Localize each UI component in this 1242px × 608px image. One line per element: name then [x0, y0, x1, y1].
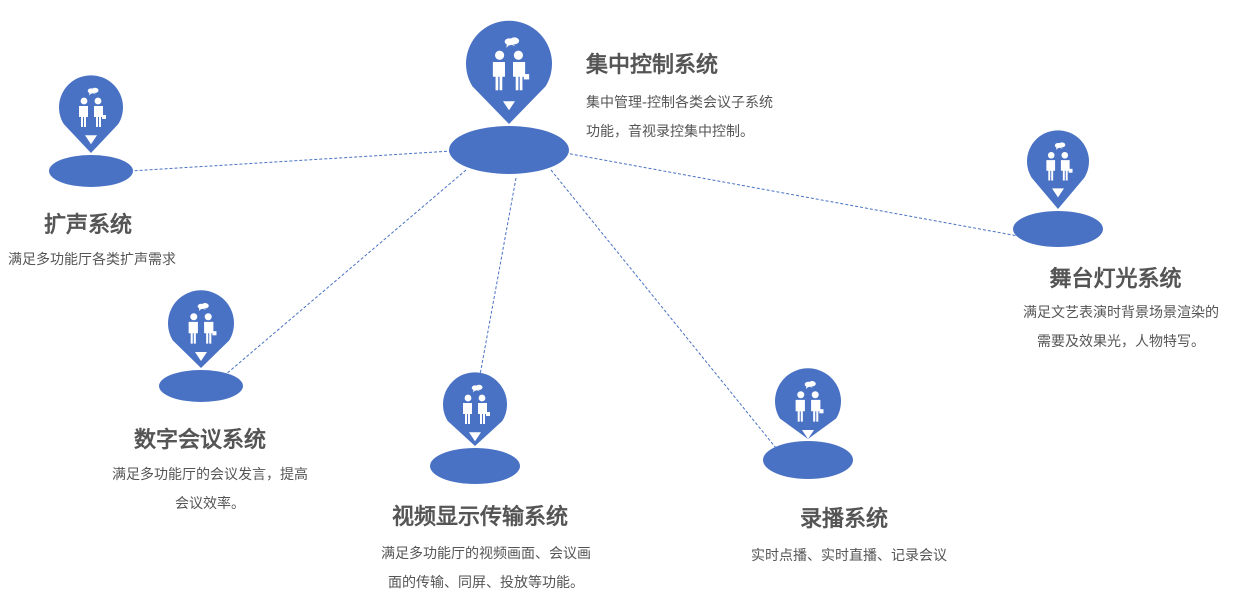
- node-title-conference: 数字会议系统: [133, 428, 266, 453]
- pin-base: [430, 448, 520, 484]
- icon-shape: [1060, 160, 1070, 181]
- pin-audio: [48, 75, 134, 189]
- pin-base: [159, 370, 243, 402]
- pin-base: [49, 155, 133, 187]
- node-title-central: 集中控制系统: [586, 53, 719, 78]
- link-central-video: [479, 177, 517, 376]
- pin-head: [168, 290, 234, 368]
- node-desc-conference: 满足多功能厅的会议发言，提高 会议效率。: [112, 467, 308, 512]
- link-central-recording: [550, 169, 777, 449]
- business-meeting-icon: [1046, 142, 1073, 181]
- node-title-lighting: 舞台灯光系统: [1049, 267, 1182, 292]
- icon-shape: [513, 61, 526, 91]
- icon-shape: [807, 381, 816, 388]
- icon-shape: [523, 74, 530, 80]
- icon-shape: [204, 313, 212, 321]
- icon-shape: [1068, 168, 1073, 173]
- pin-base: [763, 441, 853, 479]
- business-meeting-icon: [492, 37, 530, 91]
- icon-shape: [102, 115, 106, 119]
- icon-shape: [513, 50, 523, 60]
- icon-shape: [508, 37, 520, 47]
- icon-shape: [474, 384, 483, 392]
- icon-shape: [1046, 160, 1056, 181]
- node-title-audio: 扩声系统: [44, 213, 133, 238]
- icon-shape: [463, 403, 472, 424]
- icon-shape: [1061, 151, 1069, 159]
- business-meeting-icon: [463, 384, 490, 424]
- pin-conference: [157, 290, 245, 404]
- icon-shape: [200, 303, 209, 310]
- icon-shape: [79, 106, 88, 127]
- icon-shape: [1057, 142, 1066, 149]
- pin-base: [1013, 211, 1103, 247]
- pin-notch: [85, 135, 97, 145]
- pin-head: [466, 20, 552, 125]
- pin-notch: [195, 352, 207, 362]
- pin-recording: [761, 367, 855, 481]
- pin-base: [449, 126, 569, 174]
- pin-head: [443, 372, 507, 446]
- pin-notch: [503, 101, 515, 111]
- icon-shape: [190, 313, 198, 321]
- link-central-lighting: [559, 151, 1019, 237]
- icon-shape: [204, 321, 214, 344]
- node-desc-central: 集中管理-控制各类会议子系统 功能，音视录控集中控制。: [586, 95, 774, 140]
- node-title-video: 视频显示传输系统: [391, 505, 568, 530]
- icon-shape: [90, 87, 99, 95]
- pin-video: [429, 372, 521, 486]
- icon-shape: [188, 321, 198, 344]
- icon-shape: [478, 394, 486, 402]
- pin-notch: [1052, 188, 1064, 198]
- icon-shape: [212, 331, 217, 336]
- pin-lighting: [1013, 130, 1105, 249]
- icon-shape: [478, 403, 487, 424]
- node-title-recording: 录播系统: [799, 507, 888, 532]
- business-meeting-icon: [795, 381, 824, 422]
- pin-head: [1027, 130, 1089, 209]
- icon-shape: [1047, 151, 1055, 159]
- node-desc-recording: 实时点播、实时直播、记录会议: [751, 548, 947, 564]
- icon-shape: [80, 97, 88, 105]
- icon-shape: [94, 106, 103, 127]
- business-meeting-icon: [188, 303, 217, 344]
- icon-shape: [797, 391, 805, 399]
- node-desc-lighting: 满足文艺表演时背景场景渲染的 需要及效果光，人物特写。: [1023, 305, 1219, 350]
- node-desc-audio: 满足多功能厅各类扩声需求: [8, 252, 176, 268]
- node-desc-video: 满足多功能厅的视频画面、会议画 面的传输、同屏、投放等功能。: [381, 546, 591, 591]
- icon-shape: [795, 399, 805, 422]
- pin-notch: [469, 432, 481, 442]
- icon-shape: [495, 50, 505, 60]
- icon-shape: [94, 97, 102, 105]
- pin-notch: [802, 430, 814, 440]
- icon-shape: [486, 412, 490, 416]
- icon-shape: [464, 394, 472, 402]
- pin-head: [775, 368, 841, 439]
- icon-shape: [811, 391, 819, 399]
- pin-central: [448, 20, 570, 176]
- business-meeting-icon: [79, 87, 106, 127]
- icon-shape: [819, 409, 824, 414]
- link-central-conference: [224, 169, 467, 376]
- pin-head: [59, 75, 123, 153]
- icon-shape: [811, 399, 821, 422]
- icon-shape: [492, 61, 505, 91]
- link-central-audio: [129, 150, 453, 172]
